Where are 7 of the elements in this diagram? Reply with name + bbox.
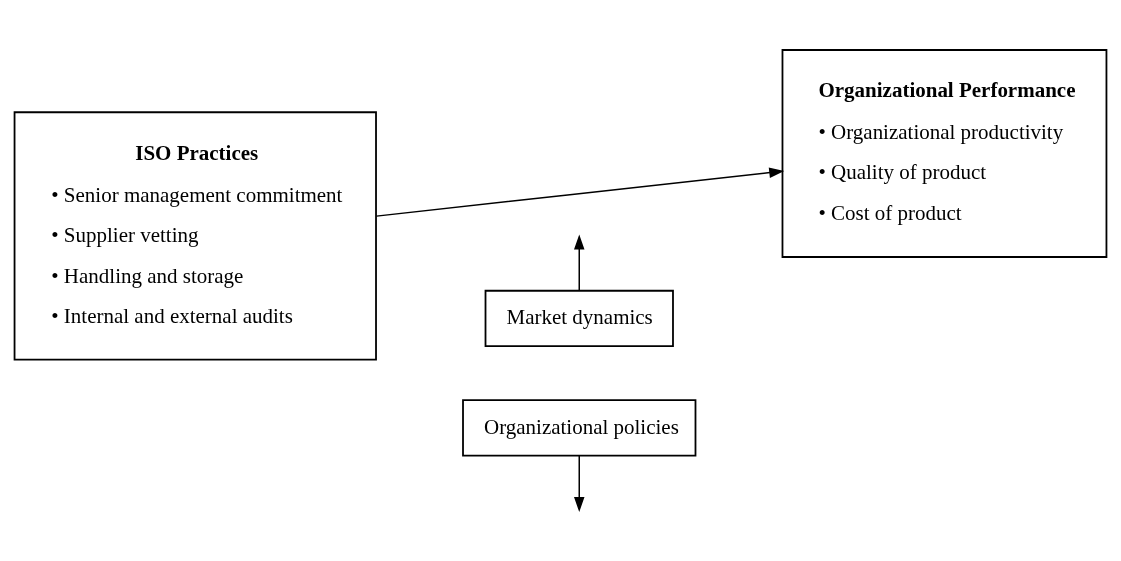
arrow — [574, 455, 585, 513]
node-box: Organizational Performance • Organizational productivity • Quality of product • Cost of product — [781, 49, 1108, 258]
arrow — [375, 167, 785, 217]
node-box: Organizational policies — [462, 399, 697, 457]
node-box: Market dynamics — [484, 289, 674, 348]
arrow — [574, 234, 585, 291]
node-box: ISO Practices • Senior management commitment • Supplier vetting • Handling and storage • Internal and external audits — [13, 111, 377, 361]
